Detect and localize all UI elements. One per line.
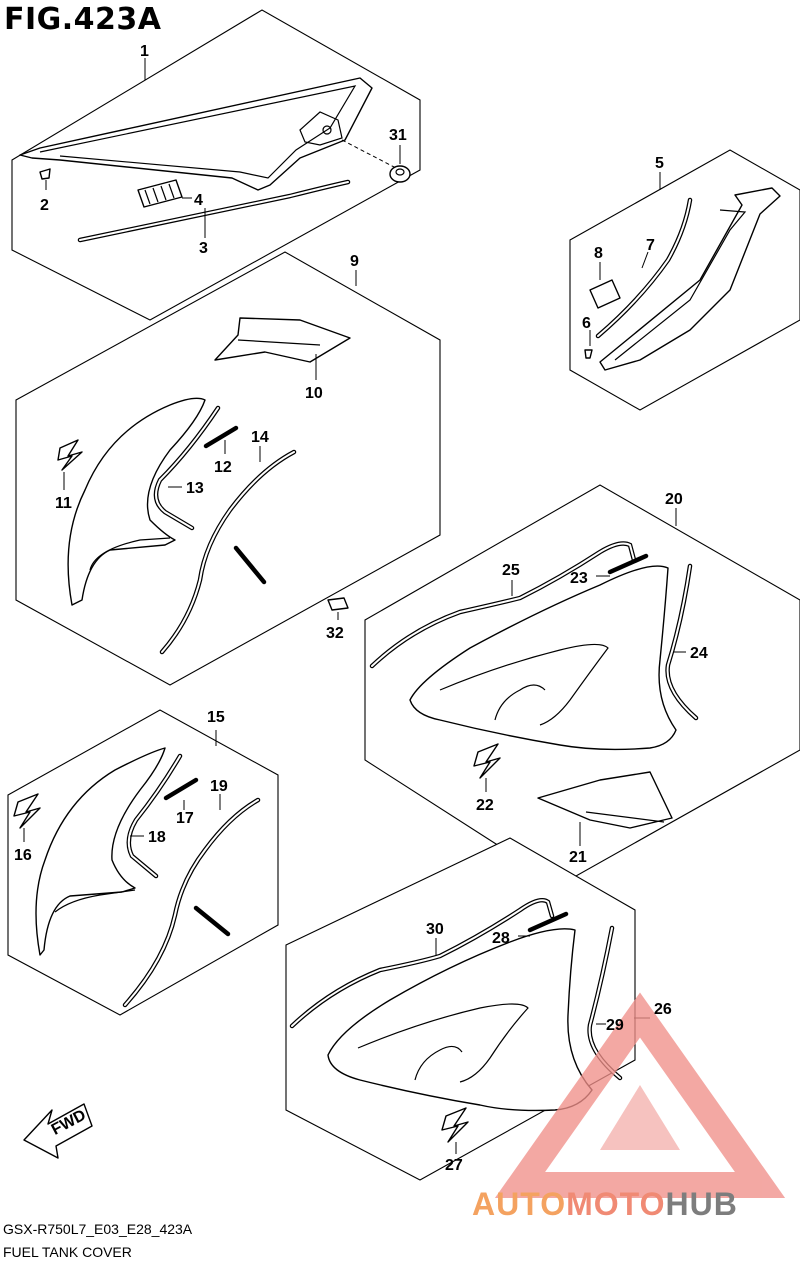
clip-part-32 xyxy=(327,597,349,611)
panel-part-20 xyxy=(364,484,800,886)
callout-3: 3 xyxy=(199,240,208,257)
callout-22: 22 xyxy=(476,797,494,814)
watermark-part-hub: HUB xyxy=(665,1186,738,1222)
callout-11: 11 xyxy=(55,495,72,512)
panel-part-1 xyxy=(11,9,421,321)
callout-28: 28 xyxy=(492,930,510,947)
suzuki-logo-part-11 xyxy=(57,439,83,471)
model-code: GSX-R750L7_E03_E28_423A xyxy=(3,1221,193,1237)
suzuki-logo-part-27 xyxy=(441,1107,469,1143)
callout-16: 16 xyxy=(14,847,32,864)
panel-part-9 xyxy=(15,251,441,686)
callout-26: 26 xyxy=(654,1001,672,1018)
callout-31: 31 xyxy=(389,127,407,144)
watermark-logo: AUTOMOTOHUB xyxy=(472,1186,738,1223)
panel-part-15 xyxy=(7,709,279,1016)
callout-5: 5 xyxy=(655,155,664,172)
watermark-triangle-icon xyxy=(494,992,786,1198)
callout-20: 20 xyxy=(665,491,683,508)
fwd-arrow-icon: FWD xyxy=(23,1103,93,1159)
mesh-part-4 xyxy=(137,179,183,208)
callout-9: 9 xyxy=(350,253,359,270)
callout-7: 7 xyxy=(646,237,655,254)
callout-12: 12 xyxy=(214,459,232,476)
callout-4: 4 xyxy=(194,192,203,209)
watermark-part-auto: AUTO xyxy=(472,1186,567,1222)
callout-labels: 1 2 3 4 31 5 8 7 6 9 10 11 12 13 14 32 2… xyxy=(14,43,708,1174)
callout-32: 32 xyxy=(326,625,344,642)
callout-14: 14 xyxy=(251,429,269,446)
callout-30: 30 xyxy=(426,921,444,938)
callout-25: 25 xyxy=(502,562,520,579)
callout-1: 1 xyxy=(140,43,149,60)
watermark-part-moto: MOTO xyxy=(566,1186,666,1222)
callout-18: 18 xyxy=(148,829,166,846)
panel-part-26 xyxy=(285,837,650,1181)
callout-10: 10 xyxy=(305,385,323,402)
callout-15: 15 xyxy=(207,709,225,726)
callout-19: 19 xyxy=(210,778,228,795)
panel-part-5 xyxy=(569,149,800,411)
callout-17: 17 xyxy=(176,810,194,827)
callout-23: 23 xyxy=(570,570,588,587)
callout-2: 2 xyxy=(40,197,49,214)
suzuki-logo-part-16 xyxy=(13,793,41,829)
callout-8: 8 xyxy=(594,245,603,262)
callout-29: 29 xyxy=(606,1017,624,1034)
callout-13: 13 xyxy=(186,480,204,497)
suzuki-logo-part-22 xyxy=(473,743,501,779)
callout-21: 21 xyxy=(569,849,587,866)
callout-24: 24 xyxy=(690,645,708,662)
callout-6: 6 xyxy=(582,315,591,332)
figure-title: FIG.423A xyxy=(4,2,162,37)
grommet-part-31 xyxy=(389,165,411,183)
callout-27: 27 xyxy=(445,1157,463,1174)
figure-name: FUEL TANK COVER xyxy=(3,1244,132,1260)
